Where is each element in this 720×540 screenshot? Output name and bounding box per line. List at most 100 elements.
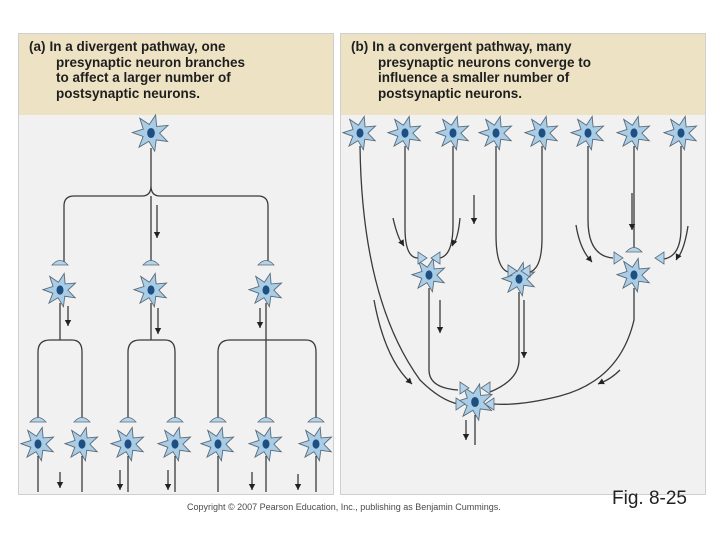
caption-convergent: (b)In a convergent pathway, many presyna… — [351, 39, 697, 101]
neuron-nucleus-19 — [677, 128, 685, 138]
caption-convergent-line4: postsynaptic neurons. — [378, 85, 523, 101]
caption-divergent-line4: postsynaptic neurons. — [56, 85, 201, 101]
caption-divergent-line1: (a)In a divergent pathway, one — [29, 39, 325, 55]
caption-divergent-line2: presynaptic neuron branches — [56, 54, 246, 70]
caption-convergent-line2: presynaptic neurons converge to — [378, 54, 592, 70]
signal-arrow-head — [451, 239, 458, 246]
axon-path — [217, 339, 317, 418]
neuron-nucleus-18 — [630, 128, 638, 138]
signal-arrow-head — [398, 239, 404, 246]
neuron-nucleus-6 — [78, 439, 86, 449]
signal-arrow-head — [470, 218, 478, 224]
axon-terminal — [654, 251, 665, 265]
neuron-nucleus-9 — [214, 439, 222, 449]
signal-arrow-shaft — [373, 299, 413, 385]
axon-path — [37, 339, 83, 418]
caption-convergent-line1-post: , many — [528, 39, 572, 54]
caption-divergent-tag: (a) — [29, 39, 46, 54]
axon-terminal — [257, 260, 275, 266]
signal-arrow-head — [294, 484, 302, 490]
neuron-nucleus-5 — [34, 439, 42, 449]
axon-path — [127, 339, 176, 418]
signal-arrow-head — [598, 378, 605, 385]
signal-arrow-head — [405, 377, 412, 384]
axon-terminal — [51, 260, 69, 266]
axon-terminal — [417, 251, 428, 265]
axon-terminal — [613, 251, 624, 265]
caption-convergent-line1-pre: In a — [372, 39, 400, 54]
caption-divergent: (a)In a divergent pathway, one presynapt… — [29, 39, 325, 101]
signal-arrow-head — [628, 224, 636, 230]
neuron-nucleus-17 — [584, 128, 592, 138]
signal-arrow-head — [462, 434, 470, 440]
caption-convergent-tag: (b) — [351, 39, 369, 54]
axon-path — [428, 288, 459, 391]
axon-terminal — [142, 260, 160, 266]
signal-arrow-head — [520, 352, 528, 358]
neuron-nucleus-4 — [262, 285, 270, 295]
signal-arrow-head — [56, 482, 64, 488]
axon-terminal — [520, 264, 531, 278]
signal-arrow-head — [64, 320, 72, 326]
neuron-nucleus-2 — [56, 285, 64, 295]
axon-path — [489, 292, 520, 393]
neuron-nucleus-3 — [147, 285, 155, 295]
signal-arrow-head — [116, 484, 124, 490]
signal-arrow-head — [154, 328, 162, 334]
caption-box-divergent: (a)In a divergent pathway, one presynapt… — [19, 34, 333, 115]
axon-terminal — [307, 417, 325, 423]
axon-terminal — [484, 397, 495, 411]
neuron-nucleus-8 — [171, 439, 179, 449]
neuron-nucleus-11 — [312, 439, 320, 449]
axon-path — [63, 185, 269, 262]
axon-terminal — [430, 251, 441, 265]
axon-terminal — [166, 417, 184, 423]
axon-terminal — [119, 417, 137, 423]
neuron-nucleus-7 — [124, 439, 132, 449]
axon-path — [439, 146, 454, 259]
signal-arrow-head — [164, 484, 172, 490]
axon-path — [493, 288, 635, 405]
caption-box-convergent: (b)In a convergent pathway, many presyna… — [341, 34, 705, 115]
signal-arrow-head — [585, 255, 592, 262]
axon-terminal — [209, 417, 227, 423]
copyright-notice: Copyright © 2007 Pearson Education, Inc.… — [187, 502, 501, 512]
caption-divergent-line1-pre: In a — [49, 39, 77, 54]
neuron-nucleus-15 — [492, 128, 500, 138]
neuron-nucleus-22 — [630, 270, 638, 280]
figure-label: Fig. 8-25 — [612, 488, 687, 509]
axon-path — [404, 146, 419, 259]
axon-path — [529, 146, 543, 273]
neuron-nucleus-20 — [425, 270, 433, 280]
signal-arrow-head — [436, 327, 444, 333]
axon-terminal — [257, 417, 275, 423]
caption-divergent-term: divergent pathway — [76, 39, 195, 54]
neuron-nucleus-23 — [471, 396, 479, 408]
axon-terminal — [480, 381, 491, 395]
axon-path — [495, 146, 509, 273]
caption-convergent-line1: (b)In a convergent pathway, many — [351, 39, 697, 55]
axon-path — [587, 146, 614, 259]
axon-path — [359, 145, 459, 405]
signal-arrow-head — [248, 484, 256, 490]
neuron-nucleus-16 — [538, 128, 546, 138]
axon-terminal — [507, 264, 518, 278]
axon-terminal — [459, 381, 470, 395]
signal-arrow-head — [675, 253, 682, 260]
axon-path — [663, 146, 682, 260]
caption-convergent-term: convergent pathway — [399, 39, 529, 54]
caption-convergent-line3: influence a smaller number of — [378, 70, 570, 85]
caption-divergent-line1-post: , one — [194, 39, 226, 54]
axon-terminal — [73, 417, 91, 423]
neuron-nucleus-12 — [356, 128, 364, 138]
neuron-nucleus-1 — [147, 127, 155, 139]
neuron-nucleus-10 — [262, 439, 270, 449]
axon-terminal — [29, 417, 47, 423]
axon-terminal — [455, 397, 466, 411]
neuron-nucleus-21 — [515, 274, 523, 284]
neuron-nucleus-13 — [401, 128, 409, 138]
signal-arrow-head — [153, 232, 161, 238]
signal-arrow-head — [256, 322, 264, 328]
neuron-nucleus-14 — [449, 128, 457, 138]
